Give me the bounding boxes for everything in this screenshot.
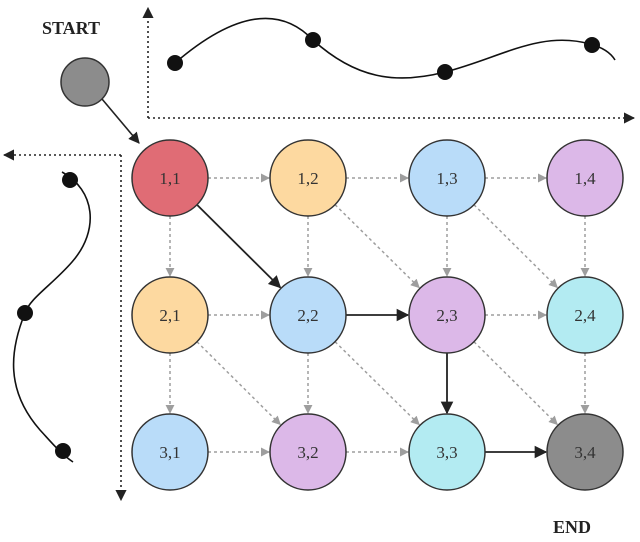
- grid-arrow: [473, 204, 558, 289]
- top-series-point: [584, 37, 600, 53]
- grid-node-label: 2,3: [436, 306, 457, 325]
- grid-node-circle: [269, 139, 347, 217]
- grid-node: 2,3: [408, 276, 486, 354]
- grid-node: 2,2: [269, 276, 347, 354]
- grid-node-circle: [546, 139, 624, 217]
- grid-node-circle: [546, 276, 624, 354]
- grid-node: 2,4: [546, 276, 624, 354]
- grid-node: 3,3: [408, 413, 486, 491]
- top-series-point: [167, 55, 183, 71]
- path-arrow: [196, 204, 282, 289]
- grid-node-label: 2,2: [297, 306, 318, 325]
- grid-node-label: 3,2: [297, 443, 318, 462]
- left-series-point: [55, 443, 71, 459]
- left-time-series: [12, 171, 91, 463]
- grid-node: 1,1: [131, 139, 209, 217]
- top-series-curve: [174, 17, 616, 79]
- top-series-axis: [142, 6, 636, 124]
- grid-node-circle: [408, 276, 486, 354]
- grid-node: 1,2: [269, 139, 347, 217]
- grid-node-label: 1,2: [297, 169, 318, 188]
- grid-node-label: 1,3: [436, 169, 457, 188]
- grid-node: 3,1: [131, 413, 209, 491]
- grid-node-circle: [269, 276, 347, 354]
- grid-node-label: 3,3: [436, 443, 457, 462]
- grid-node: 3,2: [269, 413, 347, 491]
- grid-node: 3,4: [546, 413, 624, 491]
- grid-arrows: [165, 173, 590, 457]
- top-series-point: [437, 64, 453, 80]
- top-time-series: [167, 17, 616, 80]
- grid-node-circle: [408, 413, 486, 491]
- start-label: START: [42, 18, 101, 38]
- grid-node-circle: [269, 413, 347, 491]
- grid-node-label: 3,1: [159, 443, 180, 462]
- left-series-point: [17, 305, 33, 321]
- grid-arrow: [196, 341, 281, 426]
- grid-arrow: [334, 204, 420, 289]
- start-arrow: [101, 98, 140, 144]
- end-label: END: [553, 517, 592, 537]
- grid-node-label: 2,4: [574, 306, 596, 325]
- left-series-point: [62, 172, 78, 188]
- grid-node-label: 2,1: [159, 306, 180, 325]
- start-node: [60, 57, 110, 107]
- top-series-point: [305, 32, 321, 48]
- grid-node-circle: [408, 139, 486, 217]
- path-arrows: [196, 204, 548, 459]
- grid-node-label: 1,4: [574, 169, 596, 188]
- grid-node: 2,1: [131, 276, 209, 354]
- grid-node-circle: [546, 413, 624, 491]
- grid-arrow: [473, 341, 558, 426]
- grid-nodes: 1,1 1,2 1,3 1,4 2,1 2,2 2,3 2,4 3,1 3,2 3,3 3,4: [131, 139, 624, 491]
- grid-node-circle: [131, 276, 209, 354]
- grid-node: 1,3: [408, 139, 486, 217]
- grid-node-label: 3,4: [574, 443, 596, 462]
- grid-node-label: 1,1: [159, 169, 180, 188]
- start-node-group: [60, 57, 140, 144]
- grid-node-circle: [131, 139, 209, 217]
- grid-node: 1,4: [546, 139, 624, 217]
- grid-node-circle: [131, 413, 209, 491]
- grid-arrow: [334, 341, 420, 426]
